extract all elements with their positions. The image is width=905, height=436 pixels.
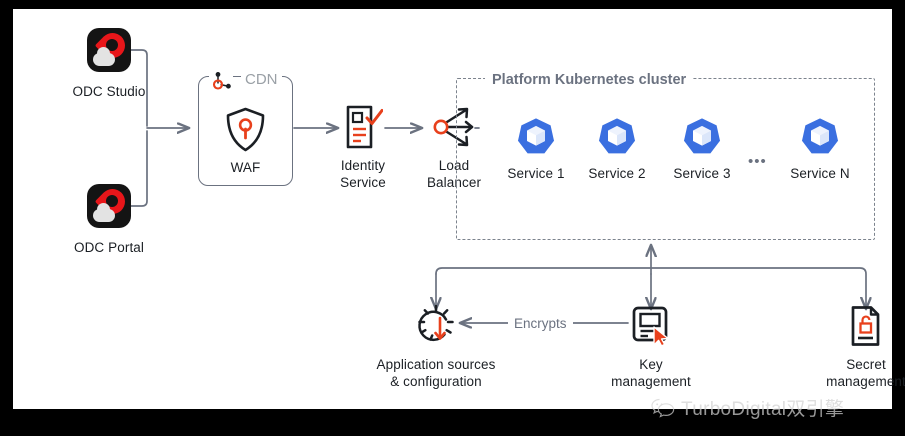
load-balancer-icon — [409, 104, 499, 150]
shield-keyhole-icon — [223, 106, 268, 158]
node-secret-management[interactable]: Secret management — [806, 305, 905, 390]
client-label: ODC Portal — [73, 240, 145, 255]
node-label: Identity Service — [340, 158, 386, 190]
cluster-service-n[interactable]: Service N — [775, 117, 865, 182]
document-lock-icon — [806, 305, 905, 347]
pin-dot-shape — [106, 195, 118, 207]
cdn-title: CDN — [241, 71, 282, 89]
node-label: Key management — [611, 357, 691, 389]
services-ellipsis: ••• — [748, 153, 767, 170]
node-identity-service[interactable]: Identity Service — [318, 104, 408, 191]
node-application-sources[interactable]: Application sources & configuration — [346, 305, 526, 390]
service-label: Service 3 — [673, 166, 731, 181]
odc-app-icon — [87, 28, 131, 72]
cluster-service-2[interactable]: Service 2 — [572, 117, 662, 182]
kubernetes-icon — [598, 117, 636, 155]
node-label: Load Balancer — [426, 158, 482, 190]
gear-download-icon — [346, 305, 526, 347]
client-label: ODC Studio — [72, 84, 146, 99]
cdn-node-icon — [209, 71, 233, 93]
cluster-service-1[interactable]: Service 1 — [491, 117, 581, 182]
cloud-shape — [93, 203, 115, 222]
service-label: Service N — [790, 166, 850, 181]
cloud-shape — [93, 47, 115, 66]
cluster-title: Platform Kubernetes cluster — [485, 71, 694, 89]
node-load-balancer[interactable]: Load Balancer — [409, 104, 499, 191]
service-label: Service 1 — [507, 166, 565, 181]
client-odc-portal[interactable]: ODC Portal — [51, 184, 167, 256]
client-odc-studio[interactable]: ODC Studio — [51, 28, 167, 100]
watermark: TurboDigital双引擎 — [651, 394, 844, 421]
pin-dot-shape — [106, 39, 118, 51]
node-key-management[interactable]: Key management — [591, 305, 711, 390]
node-label: Application sources & configuration — [376, 357, 496, 389]
diagram-canvas: ODC Studio ODC Portal CDN WAF — [13, 9, 905, 420]
node-label: Secret management — [826, 357, 905, 389]
monitor-cursor-icon — [591, 305, 711, 347]
service-label: Service 2 — [588, 166, 646, 181]
kubernetes-icon — [517, 117, 555, 155]
watermark-text: TurboDigital双引擎 — [681, 399, 845, 420]
cluster-service-3[interactable]: Service 3 — [657, 117, 747, 182]
kubernetes-icon — [801, 117, 839, 155]
waf-label: WAF — [230, 160, 261, 175]
encrypts-edge-label: Encrypts — [508, 315, 573, 332]
document-check-icon — [318, 104, 408, 150]
kubernetes-icon — [683, 117, 721, 155]
wechat-icon — [651, 398, 675, 418]
odc-app-icon — [87, 184, 131, 228]
